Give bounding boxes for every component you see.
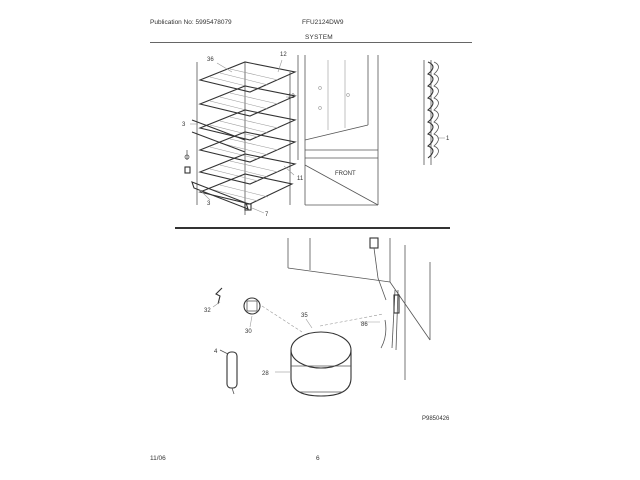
callout-35: 35: [301, 313, 308, 319]
header-rule: [150, 42, 472, 43]
wire-shelf: [198, 109, 297, 141]
model-number: FFU2124DW9: [302, 19, 344, 26]
figure-code: P9850426: [422, 416, 450, 422]
electrical-lead: [369, 237, 387, 301]
freezer-cabinet: [297, 55, 379, 206]
footer-date: 11/06: [150, 455, 166, 462]
wire-shelf: [198, 61, 297, 93]
callout-3: 3: [182, 122, 186, 128]
section-divider: [175, 227, 450, 229]
callout-36: 36: [207, 57, 214, 63]
wire-shelf: [198, 153, 297, 185]
callout-32: 32: [204, 308, 211, 314]
callout-86: 86: [361, 322, 368, 328]
compressor: [290, 331, 352, 397]
basket-trim: [191, 181, 249, 210]
wire-shelf: [198, 173, 294, 205]
wire-shelf: [198, 85, 297, 117]
page-number: 6: [316, 455, 320, 462]
front-label: FRONT: [335, 171, 356, 177]
publication-number: Publication No: 5995478079: [150, 19, 232, 26]
callout-1: 1: [446, 136, 450, 142]
drier-part: [219, 349, 238, 395]
callout-28: 28: [262, 371, 269, 377]
callout-30: 30: [245, 329, 252, 335]
wire-shelf: [198, 131, 297, 163]
cabinet-rear: [287, 238, 431, 380]
callout-3: 3: [207, 201, 211, 207]
callout-7: 7: [265, 212, 269, 218]
section-title: SYSTEM: [305, 34, 333, 41]
callout-4: 4: [214, 349, 218, 355]
clip-part: [215, 287, 223, 305]
shelf-clip: [184, 150, 191, 174]
shelf-clip: [244, 203, 252, 211]
tubing: [380, 289, 400, 351]
wire-shelf-stack: [184, 61, 297, 215]
callout-12: 12: [280, 52, 287, 58]
callout-13: 13: [288, 94, 295, 100]
relay-part: [243, 297, 261, 315]
callout-11: 11: [297, 176, 304, 182]
evaporator-coil: [423, 60, 439, 165]
